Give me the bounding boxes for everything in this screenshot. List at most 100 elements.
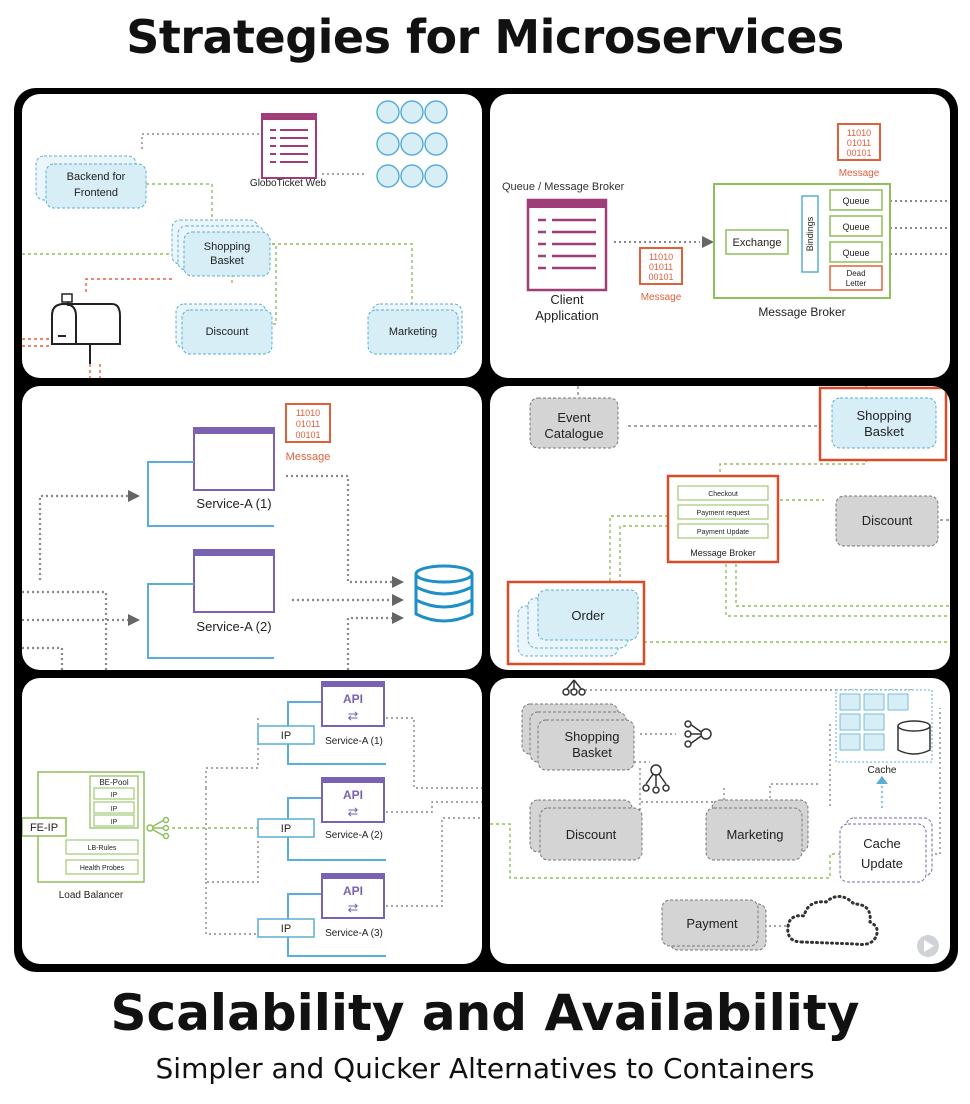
message-icon-top: 11010 01011 00101 [837,123,881,161]
service-2-label: Service-A (2) [325,830,383,841]
svg-text:11010: 11010 [847,128,871,138]
svg-text:IP: IP [111,819,118,826]
svg-text:⇄: ⇄ [348,900,359,915]
event-flow-diagram: Event Catalogue Shopping Basket Checkout… [506,386,950,666]
basket-label-2: Basket [210,255,244,267]
dead-letter-label-2: Letter [846,279,867,288]
bff-label-2: Frontend [74,187,118,199]
svg-text:⇄: ⇄ [348,708,359,723]
service-1-label: Service-A (1) [325,736,383,747]
message-label: Message [641,292,682,303]
health-probes-label: Health Probes [80,865,125,872]
client-label-2: Application [535,308,599,323]
ip-label: IP [281,923,291,935]
api-label: API [343,692,363,706]
payment-update-label: Payment Update [697,529,749,536]
fan-out-icon [146,816,170,840]
load-balancer-diagram: API ⇄ IP Service-A (1) API ⇄ IP Service-… [22,681,482,957]
payment-label: Payment [686,916,738,931]
users-icon [376,100,448,188]
bff-diagram: Backend for Frontend GloboTicket Web Sho… [22,100,463,378]
broker-label: Message Broker [758,305,845,319]
web-app-icon [261,113,317,179]
cache-label: Cache [868,765,897,776]
panel-cache-architecture: Shopping Basket Discount Marketing Cache… [490,678,950,964]
queue-1-label: Queue [842,196,869,206]
event-catalogue-label-1: Event [557,410,591,425]
svg-text:01011: 01011 [296,419,320,429]
svg-text:11010: 11010 [296,408,320,418]
panel-event-flow: Event Catalogue Shopping Basket Checkout… [490,386,950,670]
basket-label-2: Basket [572,745,612,760]
order-label: Order [571,608,605,623]
marketing-label: Marketing [726,827,783,842]
service-1-label: Service-A (1) [196,496,271,511]
load-balancer-label: Load Balancer [59,890,124,901]
svg-text:00101: 00101 [846,148,871,158]
svg-text:IP: IP [111,806,118,813]
message-label: Message [286,451,331,463]
message-icon: 11010 01011 00101 [639,247,683,285]
marketing-label: Marketing [389,326,437,338]
footer-subtitle: Simpler and Quicker Alternatives to Cont… [155,1052,815,1085]
client-app-icon [526,198,608,292]
service-1-group: API ⇄ IP Service-A (1) [257,681,386,765]
service-2-group: API ⇄ IP Service-A (2) [257,777,386,861]
cache-update-label-1: Cache [863,836,901,851]
message-broker-diagram: Queue / Message Broker Client Applicatio… [502,123,950,323]
broker-label: Message Broker [690,548,756,558]
be-pool-label: BE-Pool [99,778,129,787]
svg-text:00101: 00101 [295,430,320,440]
mailbox-icon [51,293,121,364]
fan-out-icon [562,679,712,794]
cache-update-label-2: Update [861,856,903,871]
message-icon: 11010 01011 00101 [285,403,331,443]
panel-load-balancer: API ⇄ IP Service-A (1) API ⇄ IP Service-… [22,678,482,964]
footer-title: Scalability and Availability [110,984,860,1042]
svg-text:11010: 11010 [649,252,673,262]
fe-ip-label: FE-IP [30,822,58,834]
event-catalogue-label-2: Catalogue [544,426,603,441]
checkout-label: Checkout [708,491,738,498]
svg-text:IP: IP [111,792,118,799]
cache-icon [835,689,933,763]
cloud-icon [786,895,879,946]
service-3-group: API ⇄ IP Service-A (3) [257,873,386,957]
discount-label: Discount [566,827,617,842]
queue-2-label: Queue [842,222,869,232]
svg-text:01011: 01011 [847,138,871,148]
discount-label: Discount [206,326,249,338]
web-label: GloboTicket Web [250,178,327,189]
cache-architecture-diagram: Shopping Basket Discount Marketing Cache… [490,679,941,957]
play-icon[interactable] [917,935,939,957]
panel-message-broker: Queue / Message Broker Client Applicatio… [490,94,950,378]
payment-request-label: Payment request [697,510,750,517]
basket-label-1: Shopping [204,241,251,253]
database-icon [414,564,474,623]
basket-label-2: Basket [864,424,904,439]
service-2-label: Service-A (2) [196,619,271,634]
basket-label-1: Shopping [565,729,620,744]
api-label: API [343,884,363,898]
message-top-label: Message [839,168,880,179]
exchange-label: Exchange [733,237,782,249]
bindings-label: Bindings [805,216,815,251]
basket-label-1: Shopping [857,408,912,423]
service-3-label: Service-A (3) [325,928,383,939]
panel-service-scaling: 11010 01011 00101 Message Service-A (1) … [22,386,482,670]
page-title: Strategies for Microservices [126,10,844,64]
service-scaling-diagram: 11010 01011 00101 Message Service-A (1) … [22,403,474,670]
svg-text:01011: 01011 [649,262,673,272]
svg-text:00101: 00101 [648,272,673,282]
dead-letter-label-1: Dead [846,269,865,278]
api-label: API [343,788,363,802]
panel-bff-diagram: Backend for Frontend GloboTicket Web Sho… [22,94,482,378]
lb-rules-label: LB-Rules [88,845,117,852]
svg-text:⇄: ⇄ [348,804,359,819]
queue-3-label: Queue [842,248,869,258]
ip-label: IP [281,823,291,835]
bff-label-1: Backend for [67,171,126,183]
queue-broker-label: Queue / Message Broker [502,181,625,193]
discount-label: Discount [862,513,913,528]
load-balancer-box: BE-Pool IP IP IP FE-IP LB-Rules Health P… [22,771,145,883]
